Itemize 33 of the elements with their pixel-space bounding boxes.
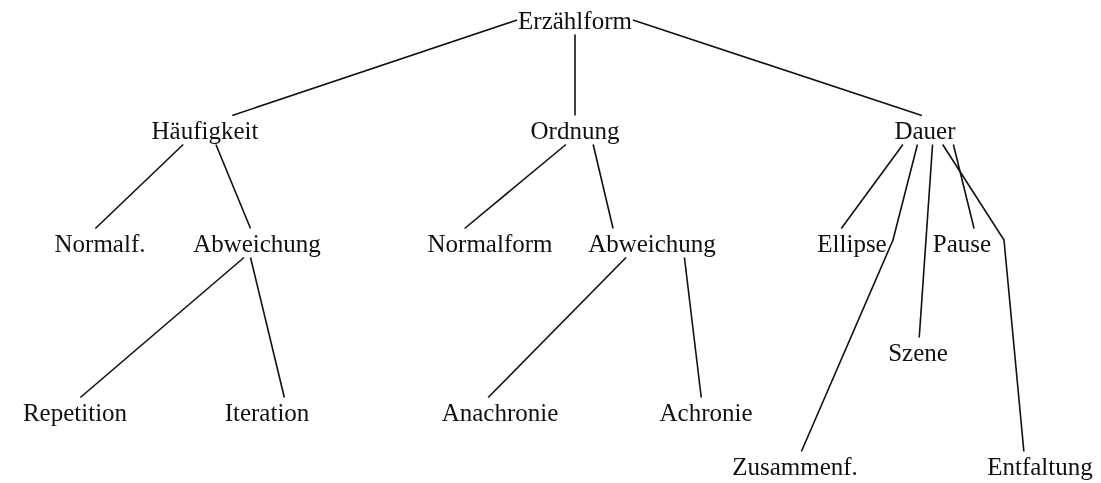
node-label: Pause bbox=[931, 228, 993, 258]
node-label: Ordnung bbox=[529, 115, 621, 145]
node-label: Zusammenf. bbox=[731, 451, 859, 481]
connector-line bbox=[463, 143, 567, 230]
connector-line bbox=[231, 19, 518, 117]
connector-line bbox=[918, 143, 934, 339]
connector-line bbox=[94, 143, 184, 230]
connector-line bbox=[592, 143, 614, 230]
node-label: Erzählform bbox=[517, 5, 633, 35]
connector-line bbox=[487, 256, 627, 399]
connector-line bbox=[632, 19, 923, 117]
node-label: Entfaltung bbox=[986, 451, 1094, 481]
node-label: Normalf. bbox=[53, 228, 147, 258]
node-label: Normalform bbox=[426, 228, 554, 258]
connector-line bbox=[249, 256, 286, 399]
node-label: Abweichung bbox=[192, 228, 322, 258]
connector-line bbox=[574, 33, 576, 117]
connector-line bbox=[79, 256, 245, 399]
connector-line bbox=[215, 143, 252, 230]
node-label: Repetition bbox=[21, 397, 129, 427]
connector-line bbox=[952, 143, 975, 230]
node-label: Abweichung bbox=[587, 228, 717, 258]
node-label: Achronie bbox=[658, 397, 754, 427]
node-label: Iteration bbox=[223, 397, 311, 427]
node-label: Szene bbox=[887, 337, 949, 367]
node-label: Anachronie bbox=[440, 397, 560, 427]
connector-line bbox=[800, 143, 919, 453]
connector-line bbox=[941, 143, 1025, 453]
connector-line bbox=[683, 256, 703, 399]
node-label: Dauer bbox=[893, 115, 957, 145]
node-label: Häufigkeit bbox=[150, 115, 260, 145]
node-label: Ellipse bbox=[816, 228, 888, 258]
connector-line bbox=[840, 143, 904, 230]
